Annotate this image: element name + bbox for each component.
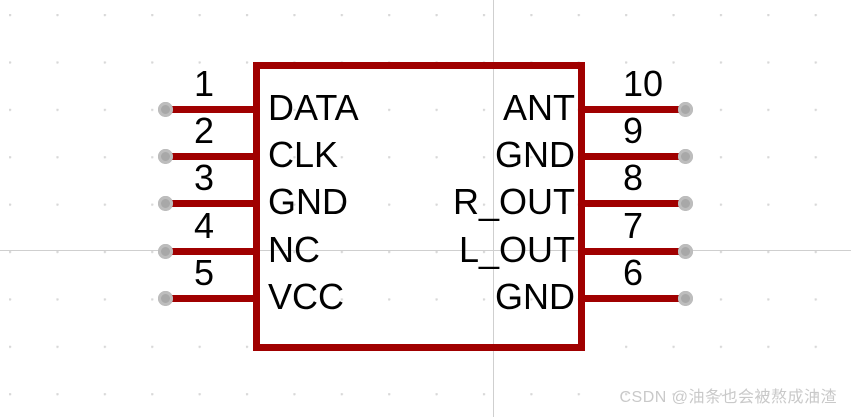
pin-wire-5[interactable] xyxy=(165,295,257,302)
pin-label-vcc: VCC xyxy=(268,276,345,317)
pin-number-2: 2 xyxy=(194,110,215,151)
pin-wire-7[interactable] xyxy=(581,248,685,255)
pin-endpoint-1[interactable] xyxy=(158,102,173,117)
pin-endpoint-7[interactable] xyxy=(678,244,693,259)
pin-endpoint-5[interactable] xyxy=(158,291,173,306)
pin-wire-4[interactable] xyxy=(165,248,257,255)
pin-wire-6[interactable] xyxy=(581,295,685,302)
pin-wire-10[interactable] xyxy=(581,106,685,113)
pin-number-7: 7 xyxy=(623,205,644,246)
pin-endpoint-3[interactable] xyxy=(158,196,173,211)
pin-endpoint-8[interactable] xyxy=(678,196,693,211)
pin-wire-8[interactable] xyxy=(581,200,685,207)
pin-label-gnd-3: GND xyxy=(268,181,348,222)
pin-number-5: 5 xyxy=(194,252,215,293)
pin-label-clk: CLK xyxy=(268,134,339,175)
pin-endpoint-6[interactable] xyxy=(678,291,693,306)
pin-number-4: 4 xyxy=(194,205,215,246)
pin-label-l-out: L_OUT xyxy=(458,229,575,270)
pin-endpoint-9[interactable] xyxy=(678,149,693,164)
pin-label-gnd-6: GND xyxy=(495,276,575,317)
pin-label-data: DATA xyxy=(268,87,359,128)
pin-number-10: 10 xyxy=(623,63,664,104)
pin-number-1: 1 xyxy=(194,63,215,104)
pin-wire-2[interactable] xyxy=(165,153,257,160)
pin-label-nc: NC xyxy=(268,229,320,270)
pin-endpoint-4[interactable] xyxy=(158,244,173,259)
component-body-outline[interactable] xyxy=(253,62,585,351)
pin-number-9: 9 xyxy=(623,110,644,151)
pin-label-ant: ANT xyxy=(503,87,575,128)
pin-endpoint-10[interactable] xyxy=(678,102,693,117)
pin-number-3: 3 xyxy=(194,157,215,198)
pin-wire-1[interactable] xyxy=(165,106,257,113)
pin-wire-9[interactable] xyxy=(581,153,685,160)
pin-label-r-out: R_OUT xyxy=(452,181,575,222)
pin-number-6: 6 xyxy=(623,252,644,293)
pin-number-8: 8 xyxy=(623,157,644,198)
pin-endpoint-2[interactable] xyxy=(158,149,173,164)
watermark-text: CSDN @油条也会被熬成油渣 xyxy=(619,389,837,406)
pin-wire-3[interactable] xyxy=(165,200,257,207)
pin-label-gnd-9: GND xyxy=(495,134,575,175)
